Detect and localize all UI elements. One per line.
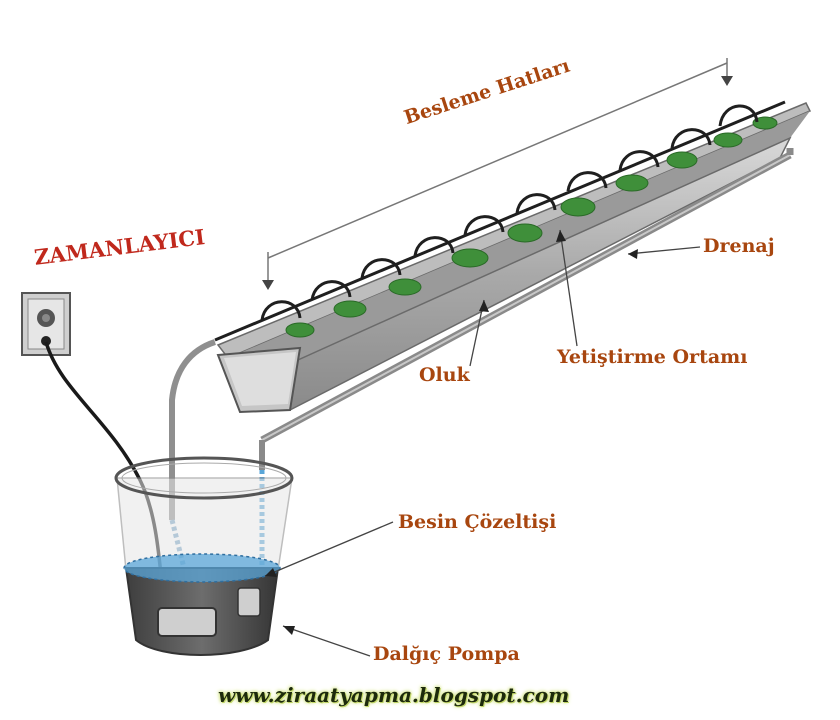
drainage-label: Drenaj: [703, 235, 775, 257]
nutrient-solution-label: Besin Çözeltişi: [398, 511, 557, 533]
leader-lines: [264, 229, 701, 657]
timer-outlet-icon: [21, 292, 71, 356]
submersible-pump-label: Dalğıç Pompa: [373, 643, 520, 665]
gutter-label: Oluk: [419, 364, 470, 386]
plants: [285, 116, 778, 338]
nutrient-bucket: [114, 456, 294, 656]
feed-lines-bracket: [262, 58, 733, 290]
growing-medium-label: Yetiştirme Ortamı: [557, 346, 748, 368]
feed-lines: [214, 100, 786, 342]
watermark-url: www.ziraatyapma.blogspot.com: [218, 683, 570, 707]
drain-pipe: [259, 148, 794, 470]
supply-pipe: [169, 339, 217, 520]
